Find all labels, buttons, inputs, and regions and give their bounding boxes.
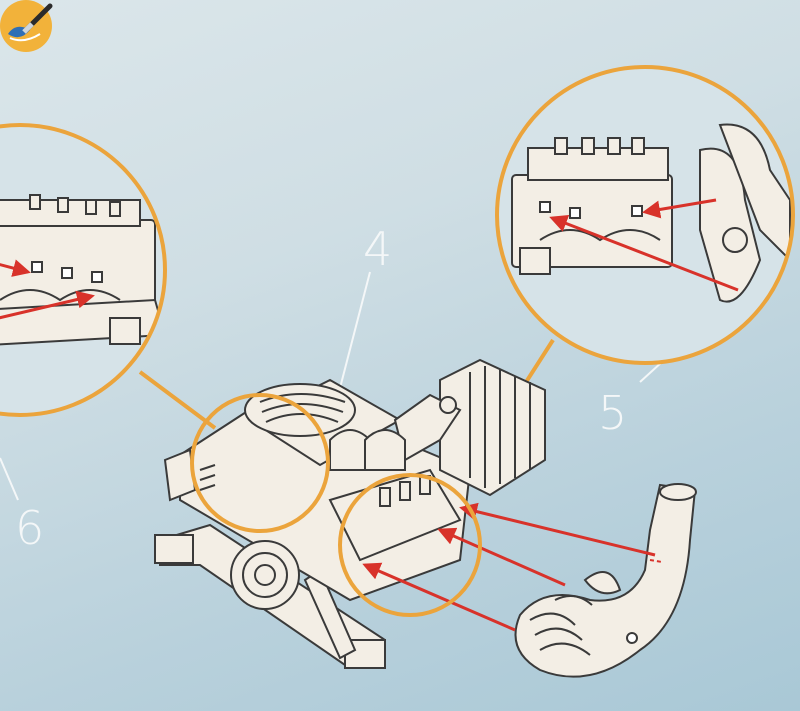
step-number-5: 5 [598,386,627,440]
callout-detail-left [0,123,167,417]
exhaust-part [514,483,697,678]
arrow-main-3 [362,562,516,632]
leader-line-6 [0,457,19,501]
step-number-4: 4 [363,222,392,276]
arrow-right-2 [549,215,739,292]
paintbrush-icon [0,0,53,52]
arrow-right-1 [642,198,717,219]
highlight-ring-left [190,393,330,533]
arrow-left-1 [0,259,31,277]
leader-line-4 [339,271,371,389]
arrow-main-2 [437,527,566,587]
highlight-ring-right [338,473,482,617]
callout-detail-right [495,65,795,365]
arrow-main-1 [459,502,656,557]
callout-connector-left [138,370,217,430]
step-number-6: 6 [15,501,44,555]
arrow-left-2 [0,290,95,322]
engine-assembly [154,358,546,669]
